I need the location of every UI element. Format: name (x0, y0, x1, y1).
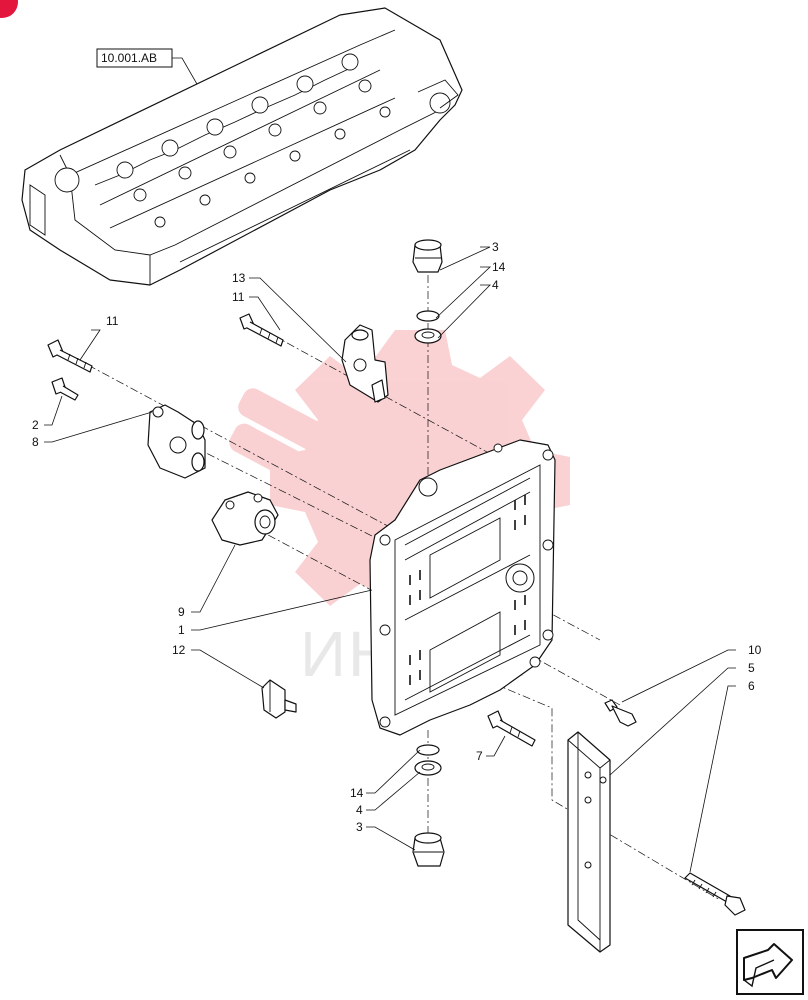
callout-9: 9 (178, 605, 185, 619)
o-ring-bottom (416, 744, 440, 756)
support-bracket (567, 731, 611, 953)
next-page-arrow-icon (743, 943, 793, 988)
callout-14-top: 14 (492, 260, 506, 274)
callout-3-top: 3 (492, 240, 499, 254)
screw-11-left (47, 339, 93, 373)
screw-11-upper (239, 313, 284, 347)
bracket-9 (211, 491, 279, 546)
callout-6: 6 (748, 679, 755, 693)
fitting-top (412, 239, 443, 273)
callout-labels: 3 14 4 13 11 11 2 8 9 1 12 10 5 6 7 14 4… (32, 240, 762, 834)
screw-2 (51, 377, 79, 401)
washer-bottom (414, 760, 442, 776)
cylinder-head (21, 7, 463, 286)
callout-2: 2 (32, 418, 39, 432)
sensor-12 (261, 679, 297, 719)
callout-1: 1 (178, 623, 185, 637)
washer-top (414, 328, 442, 344)
callout-7: 7 (476, 749, 483, 763)
screw-10 (604, 699, 637, 727)
callout-10: 10 (748, 643, 762, 657)
control-unit (369, 439, 556, 736)
callout-5: 5 (748, 661, 755, 675)
callout-11-upper: 11 (232, 290, 245, 304)
callout-4-bottom: 4 (356, 803, 363, 817)
reference-label: 10.001.AB (101, 51, 157, 65)
leader-lines (44, 246, 736, 873)
fitting-bottom (412, 832, 445, 867)
next-page-button[interactable] (736, 929, 804, 995)
screw-6 (684, 872, 746, 916)
callout-14-bottom: 14 (350, 786, 364, 800)
callout-11-left: 11 (106, 314, 119, 328)
bracket-upper (341, 324, 389, 403)
callout-8: 8 (32, 435, 39, 449)
o-ring-top (416, 310, 440, 322)
callout-13: 13 (232, 271, 246, 285)
reference-box[interactable]: 10.001.AB (96, 48, 206, 99)
screw-7 (487, 710, 536, 747)
callout-4-top: 4 (492, 278, 499, 292)
callout-12: 12 (172, 643, 186, 657)
corner-marker (0, 0, 18, 18)
bracket-left (147, 404, 206, 479)
callout-3-bottom: 3 (356, 820, 363, 834)
